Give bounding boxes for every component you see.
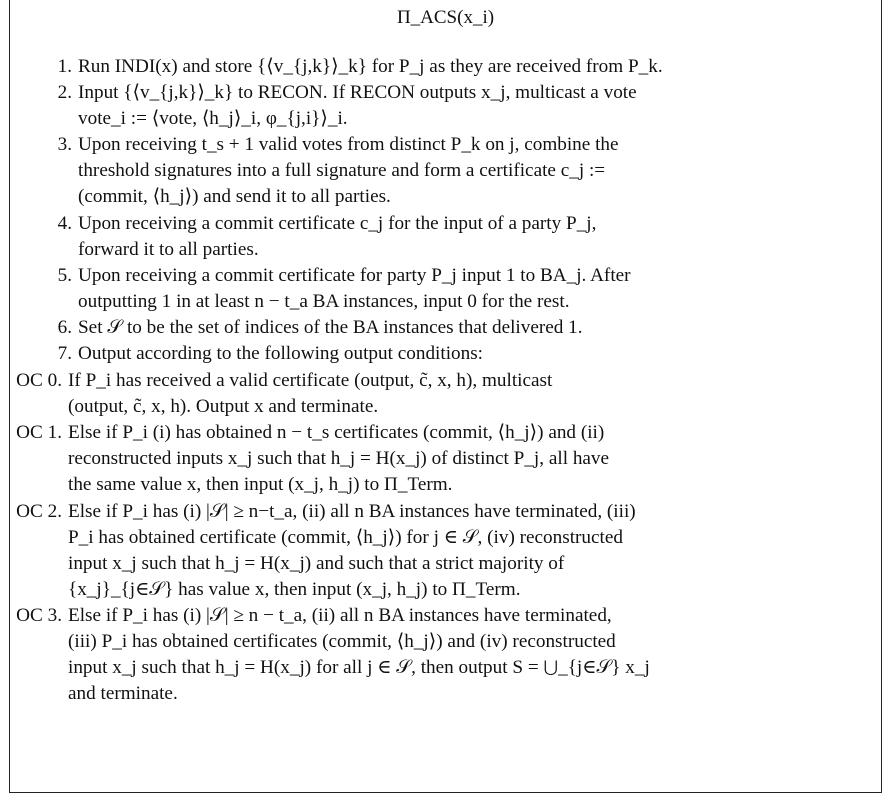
condition-text-line: input x_j such that h_j = H(x_j) and suc…: [68, 552, 565, 574]
step-number: 5.: [57, 264, 72, 286]
condition-text-line: input x_j such that h_j = H(x_j) for all…: [68, 657, 650, 679]
condition-label: OC 3.: [16, 605, 62, 627]
step-number: 1.: [57, 56, 72, 77]
step-number: 7.: [57, 343, 72, 365]
condition-label: OC 1.: [16, 422, 62, 444]
condition-label: OC 0.: [16, 370, 62, 392]
step-text-line: threshold signatures into a full signatu…: [78, 160, 606, 182]
step-text-line: Output according to the following output…: [78, 343, 484, 365]
step-text-line: Upon receiving a commit certificate for …: [78, 264, 631, 286]
step-text-line: outputting 1 in at least n − t_a BA inst…: [78, 290, 570, 312]
step-text-line: Upon receiving t_s + 1 valid votes from …: [78, 134, 619, 156]
condition-text-line: (output, c̃, x, h). Output x and termina…: [68, 396, 379, 418]
step-number: 6.: [57, 317, 72, 338]
protocol-box: Π_ACS(x_i) 1. Run INDI(x) and store {⟨v_{…: [9, 0, 882, 793]
step-text-line: Set 𝒮 to be the set of indices of the BA…: [78, 317, 583, 338]
condition-label: OC 2.: [16, 500, 62, 522]
condition-text-line: the same value x, then input (x_j, h_j) …: [68, 474, 453, 496]
condition-text-line: reconstructed inputs x_j such that h_j =…: [68, 448, 610, 470]
step-number: 2.: [57, 82, 72, 104]
condition-text-line: If P_i has received a valid certificate …: [68, 370, 553, 392]
step-number: 3.: [57, 134, 72, 156]
condition-text-line: and terminate.: [68, 683, 178, 705]
step-number: 4.: [57, 212, 72, 234]
condition-text-line: P_i has obtained certificate (commit, ⟨h…: [68, 526, 623, 548]
protocol-title: Π_ACS(x_i): [396, 7, 495, 28]
step-text-line: Input {⟨v_{j,k}⟩_k} to RECON. If RECON o…: [78, 82, 637, 104]
condition-text-line: (iii) P_i has obtained certificates (com…: [68, 631, 616, 653]
step-text-line: Upon receiving a commit certificate c_j …: [78, 212, 597, 234]
step-text-line: forward it to all parties.: [78, 238, 259, 260]
condition-text-line: {x_j}_{j∈𝒮} has value x, then input (x_j…: [68, 578, 521, 600]
step-text-line: (commit, ⟨h_j⟩) and send it to all parti…: [78, 186, 391, 208]
condition-text-line: Else if P_i has (i) |𝒮| ≥ n−t_a, (ii) al…: [68, 500, 636, 522]
condition-text-line: Else if P_i (i) has obtained n − t_s cer…: [68, 422, 605, 444]
condition-text-line: Else if P_i has (i) |𝒮| ≥ n − t_a, (ii) …: [68, 605, 612, 627]
step-text-line: Run INDI(x) and store {⟨v_{j,k}⟩_k} for …: [78, 56, 663, 77]
step-text-line: vote_i := ⟨vote, ⟨h_j⟩_i, φ_{j,i}⟩_i.: [78, 108, 348, 130]
